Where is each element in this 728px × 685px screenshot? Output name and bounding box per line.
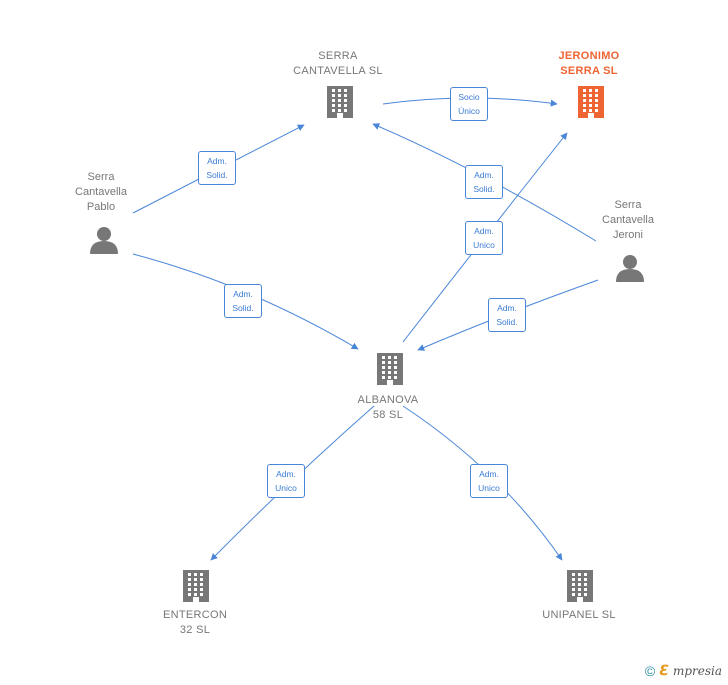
building-icon-entercon-32-sl bbox=[183, 570, 209, 602]
edge-label-e8: Adm. Unico bbox=[470, 464, 508, 498]
building-icon-albanova-58-sl bbox=[377, 353, 403, 385]
edge-label-e4: Adm. Unico bbox=[465, 221, 503, 255]
building-icon-jeronimo-serra-sl bbox=[578, 86, 604, 118]
person-icon-serra-cantavella-jeroni bbox=[616, 255, 644, 282]
person-icon-serra-cantavella-pablo bbox=[90, 227, 118, 254]
node-label-unipanel-sl[interactable]: UNIPANEL SL bbox=[542, 609, 616, 621]
edge-label-e6: Adm. Solid. bbox=[488, 298, 526, 332]
copyright-icon: © bbox=[644, 662, 656, 679]
node-label-serra-cantavella-jeroni[interactable]: Serra Cantavella Jeroni bbox=[602, 199, 654, 241]
edge-label-e7: Adm. Unico bbox=[267, 464, 305, 498]
edge-label-e5: Adm. Solid. bbox=[224, 284, 262, 318]
building-icon-unipanel-sl bbox=[567, 570, 593, 602]
node-label-entercon-32-sl[interactable]: ENTERCON 32 SL bbox=[162, 609, 228, 636]
node-label-serra-cantavella-pablo[interactable]: Serra Cantavella Pablo bbox=[75, 171, 127, 213]
brand-logo-icon: ℇ bbox=[659, 662, 669, 678]
node-label-serra-cantavella-sl[interactable]: SERRA CANTAVELLA SL bbox=[293, 50, 383, 77]
building-icon-serra-cantavella-sl bbox=[327, 86, 353, 118]
edge-label-e2: Adm. Solid. bbox=[198, 151, 236, 185]
edge-label-e1: Socio Único bbox=[450, 87, 488, 121]
node-label-albanova-58-sl[interactable]: ALBANOVA 58 SL bbox=[357, 394, 419, 421]
edge-label-e3: Adm. Solid. bbox=[465, 165, 503, 199]
brand-name: mpresia bbox=[672, 663, 722, 678]
node-label-jeronimo-serra-sl[interactable]: JERONIMO SERRA SL bbox=[558, 50, 620, 77]
